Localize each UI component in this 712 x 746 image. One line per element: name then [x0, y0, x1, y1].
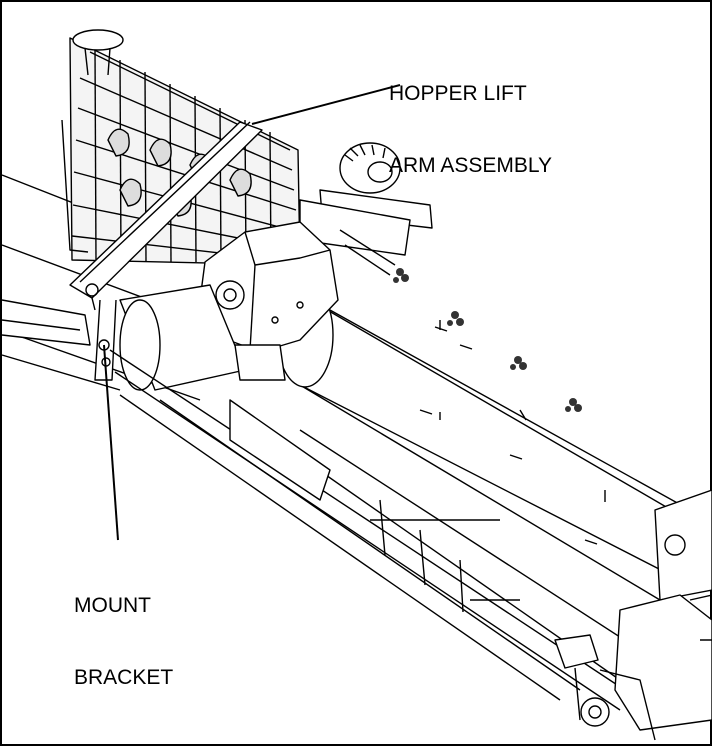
mid-cylinder: [119, 284, 246, 391]
mount-bracket-label: MOUNT BRACKET: [74, 546, 173, 714]
hopper-lift-arm: [69, 121, 263, 381]
gearbox-housing: [199, 221, 339, 353]
mount-bracket-leader: [103, 344, 119, 541]
lower-bracket: [554, 634, 656, 741]
mount-bracket-label-line2: BRACKET: [74, 666, 174, 689]
hopper-lift-label-line2: ARM ASSEMBLY: [389, 154, 552, 177]
leader-lines: [103, 84, 401, 541]
hopper-lift-leader: [251, 84, 401, 125]
hopper-lift-label-line1: HOPPER LIFT: [389, 82, 527, 105]
chain-links: [393, 268, 582, 412]
mount-bracket-label-line1: MOUNT: [74, 594, 151, 617]
left-support: [1, 299, 91, 346]
hopper-lift-label: HOPPER LIFT ARM ASSEMBLY: [389, 34, 552, 202]
lower-right-housing: [614, 489, 712, 731]
tire: [339, 142, 401, 194]
top-bracket: [299, 189, 433, 276]
